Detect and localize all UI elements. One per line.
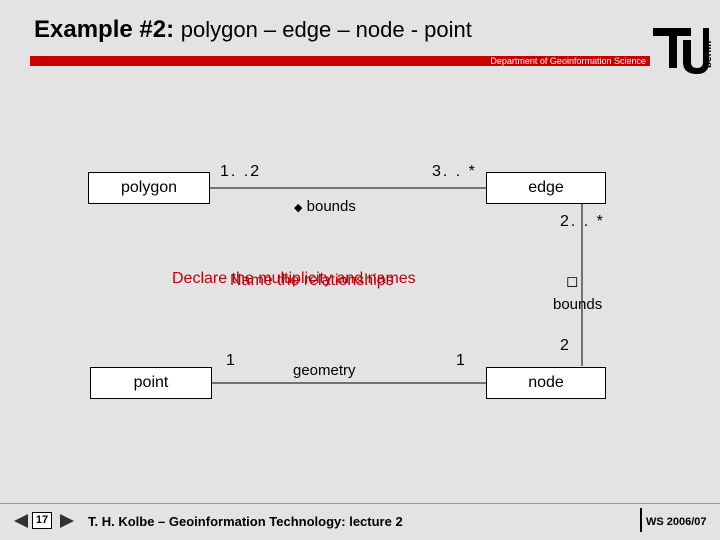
department-bar	[30, 56, 650, 66]
multiplicity-edge-to-node-bottom: 2	[560, 337, 571, 354]
slide-title-bold: Example #2:	[34, 16, 175, 43]
footer-semester: WS 2006/07	[646, 516, 707, 528]
instruction-overlay: Declare the multiplicity and names Name …	[172, 270, 492, 294]
class-edge: edge	[486, 172, 606, 204]
logo-text: berlin	[703, 41, 714, 68]
page-number: 17	[32, 512, 52, 529]
class-node-label: node	[528, 374, 564, 391]
reading-direction-icon: ◆	[294, 202, 303, 214]
multiplicity-edge-side: 3. . *	[432, 163, 477, 180]
instruction-name: Name the relationships	[230, 272, 394, 289]
instruction-declare: Declare the multiplicity and names	[172, 270, 416, 287]
role-bounds-edge: bounds	[553, 296, 603, 313]
multiplicity-polygon-side: 1. .2	[220, 163, 262, 180]
slide-title-rest: polygon – edge – node - point	[180, 17, 472, 42]
footer-separator	[640, 508, 642, 532]
class-point-label: point	[133, 374, 169, 391]
role-geometry: geometry	[293, 362, 356, 379]
class-point: point	[90, 367, 212, 399]
class-node: node	[486, 367, 606, 399]
slide-title: Example #2: polygon – edge – node - poin…	[34, 16, 472, 44]
multiplicity-point-side: 1	[226, 352, 237, 369]
class-edge-label: edge	[528, 179, 564, 196]
footer-author: T. H. Kolbe – Geoinformation Technology:…	[88, 514, 403, 529]
triangle-left-icon[interactable]	[12, 513, 30, 529]
class-polygon-label: polygon	[120, 179, 178, 196]
tu-berlin-logo-icon: berlin	[653, 28, 714, 74]
role-bounds-polygon: ◆ bounds	[294, 198, 356, 215]
multiplicity-edge-to-node-top: 2. . *	[560, 213, 605, 230]
reading-direction-box-icon: ◻	[566, 273, 579, 290]
footer-divider	[0, 503, 720, 504]
role-bounds-polygon-text: bounds	[306, 198, 356, 215]
multiplicity-node-side: 1	[456, 352, 467, 369]
class-polygon: polygon	[88, 172, 210, 204]
triangle-right-icon[interactable]	[58, 513, 76, 529]
department-label: Department of Geoinformation Science	[490, 56, 646, 66]
